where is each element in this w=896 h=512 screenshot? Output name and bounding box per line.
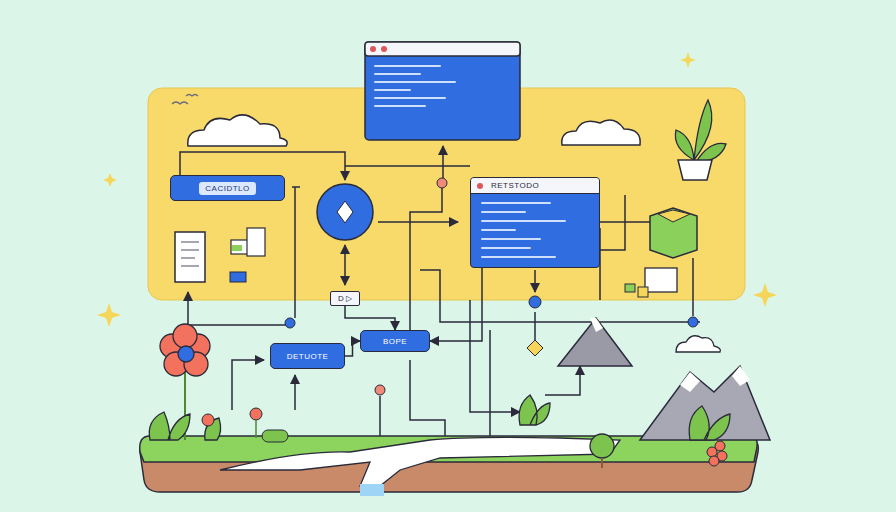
document-icon [175,232,205,282]
window-dot [370,46,376,52]
sprout [519,395,550,425]
node-label: CACIDTLO [199,182,255,195]
junction-dot [437,178,447,188]
process-box: DETUOTE [270,343,345,369]
code-line [481,211,526,213]
window-dot [381,46,387,52]
code-area [471,194,599,267]
tree-trunk [601,458,603,468]
sparkle [97,52,777,327]
decision-circle [317,184,373,240]
small-flower [202,414,214,426]
leaves [689,406,730,440]
diamond-icon [337,201,353,223]
small-diamond [527,340,543,356]
code-line [481,220,566,222]
card-icon [638,287,648,297]
stream [360,484,384,496]
junction-dot [529,296,541,308]
code-line [481,229,516,231]
widget [231,240,249,254]
berry-flower [707,441,727,466]
code-line [481,238,541,240]
mountain [640,366,770,440]
plant-pot [678,160,712,180]
small-flower [250,408,262,420]
birds [172,95,198,105]
node-label: DETUOTE [287,352,329,361]
code-line [481,247,531,249]
code-window [365,42,520,140]
plant [675,100,726,162]
flower-stem [255,420,257,438]
cloud [188,115,287,146]
cloud [676,336,720,352]
flow-arrow [345,341,360,356]
card-icon [645,268,677,292]
node-label: BOPE [383,337,407,346]
code-line [481,202,551,204]
snow-cap [590,318,603,332]
code-lines [375,66,455,106]
flow-arrow [345,306,395,330]
code-line [481,256,556,258]
cube-top [658,210,690,222]
widget [230,272,246,282]
play-box: D ▷ [330,291,360,306]
card-icon [625,284,635,292]
window-bar: RETSTODO [471,178,599,194]
junction-dot [688,317,698,327]
tree [590,434,614,458]
widget [247,228,265,256]
input-box: CACIDTLO [170,175,285,201]
widget [232,245,242,251]
document-lines [181,242,199,266]
mountain [558,318,632,366]
path [220,437,620,486]
flower [160,324,210,376]
node-label: D ▷ [338,294,352,303]
window-dot [477,183,483,189]
bush [262,430,288,442]
code-window-box: RETSTODO [470,177,600,268]
cloud [562,120,640,145]
process-box: BOPE [360,330,430,352]
window-bar [365,42,520,56]
node-label: RETSTODO [491,181,539,190]
green-cube [650,208,697,258]
snow-cap [680,366,750,392]
leaves [149,412,220,440]
junction-dot [375,385,385,395]
junction-dot [285,318,295,328]
flow-arrow [430,268,482,341]
